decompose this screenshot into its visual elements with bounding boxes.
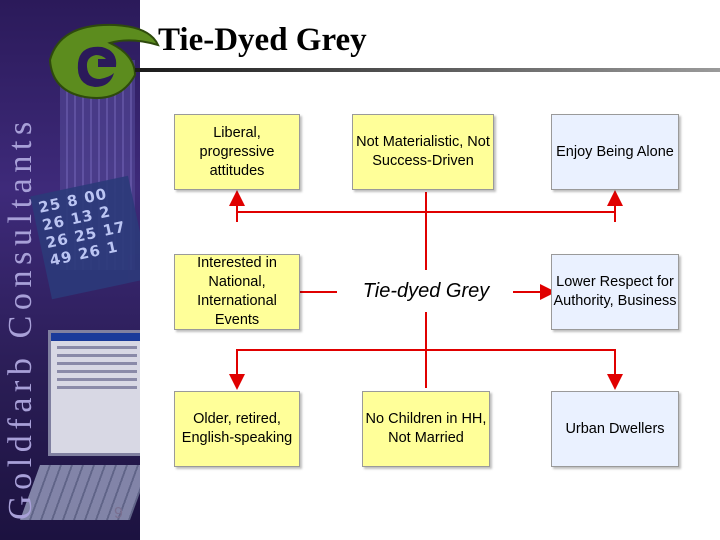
page-title: Tie-Dyed Grey (158, 22, 367, 58)
box-older-retired: Older, retired, English-speaking (174, 391, 300, 467)
title-underline (135, 68, 720, 72)
box-center-tie-dyed-grey: Tie-dyed Grey (340, 270, 512, 312)
box-liberal-attitudes: Liberal, progressive attitudes (174, 114, 300, 190)
box-interested-events: Interested in National, International Ev… (174, 254, 300, 330)
page-number: 9 (114, 505, 123, 522)
box-lower-respect: Lower Respect for Authority, Business (551, 254, 679, 330)
box-no-children: No Children in HH, Not Married (362, 391, 490, 467)
monitor-screen-graphic (48, 330, 140, 456)
connector-bottom-bracket (236, 349, 616, 360)
g-logo-icon (48, 23, 160, 99)
box-enjoy-being-alone: Enjoy Being Alone (551, 114, 679, 190)
connector-top-bracket (236, 211, 616, 222)
box-urban-dwellers: Urban Dwellers (551, 391, 679, 467)
box-not-materialistic: Not Materialistic, Not Success-Driven (352, 114, 494, 190)
